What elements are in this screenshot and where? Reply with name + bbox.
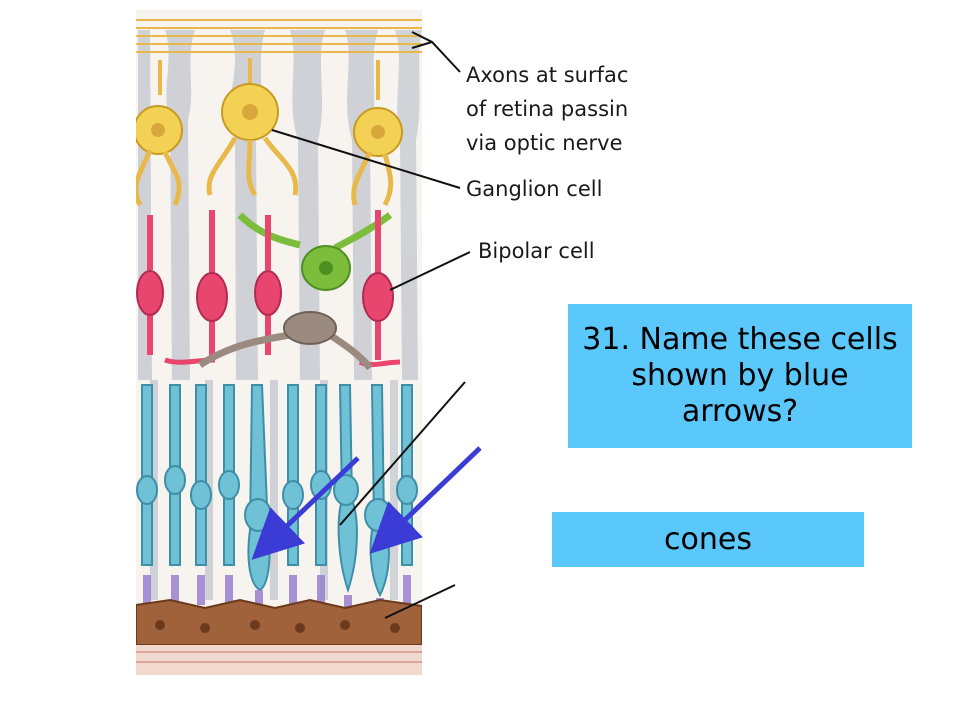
answer-text: cones <box>664 522 752 557</box>
answer-box: cones <box>552 512 864 567</box>
label-axons-line2: of retina passin <box>466 97 628 121</box>
question-text: 31. Name these cells shown by blue arrow… <box>582 322 898 429</box>
question-box: 31. Name these cells shown by blue arrow… <box>568 304 912 448</box>
pigment-epithelium <box>136 598 422 646</box>
blue-arrows <box>251 446 482 560</box>
choroid-layer <box>136 645 422 675</box>
axon-fibers <box>136 19 422 53</box>
blue-arrow-left <box>251 456 360 560</box>
horizontal-cell <box>198 311 373 371</box>
label-axons-line3: via optic nerve <box>466 131 623 155</box>
label-bipolar-cell: Bipolar cell <box>478 239 595 263</box>
leader-lines <box>271 31 471 619</box>
blue-arrow-right <box>369 446 482 554</box>
label-axons-line1: Axons at surfac <box>466 63 628 87</box>
label-ganglion-cell: Ganglion cell <box>466 177 602 201</box>
